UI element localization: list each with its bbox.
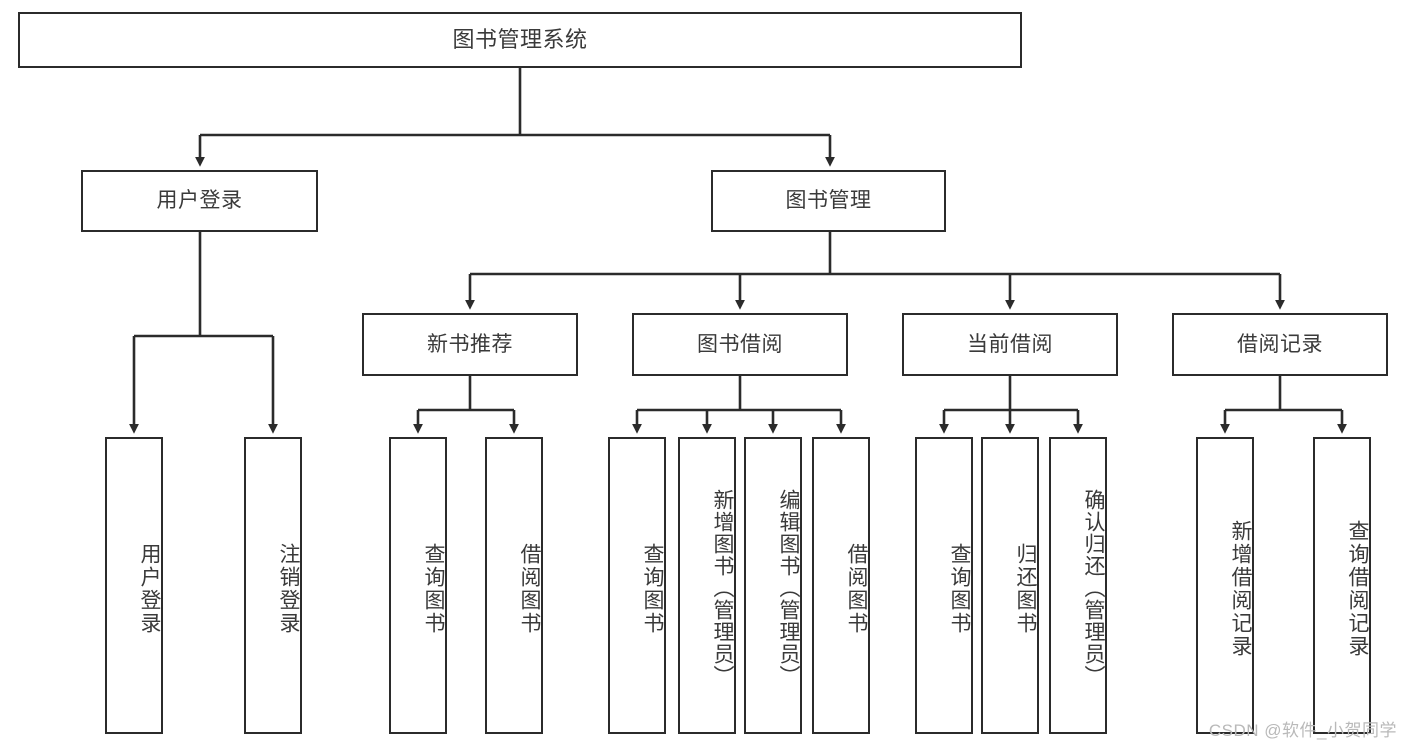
- node-book-borrow[interactable]: 图书借阅: [632, 313, 848, 376]
- leaf-query-books-borrow[interactable]: 查询图书: [608, 437, 666, 734]
- node-label: 注销登录: [277, 542, 300, 635]
- node-label: 借阅记录: [1237, 332, 1323, 356]
- node-label: 当前借阅: [967, 332, 1053, 356]
- leaf-return-books[interactable]: 归还图书: [981, 437, 1039, 734]
- leaf-add-book-admin[interactable]: 新增图书（管理员）: [678, 437, 736, 734]
- leaf-add-borrow-record[interactable]: 新增借阅记录: [1196, 437, 1254, 734]
- node-label: 新书推荐: [427, 332, 513, 356]
- node-label: 图书借阅: [697, 332, 783, 356]
- node-label: 图书管理系统: [452, 26, 588, 52]
- watermark: CSDN @软件_小贺同学: [1208, 721, 1397, 740]
- node-label: 编辑图书（管理员）: [777, 488, 800, 687]
- node-label: 查询图书: [422, 542, 445, 635]
- node-current-borrow[interactable]: 当前借阅: [902, 313, 1118, 376]
- node-label: 用户登录: [156, 189, 243, 213]
- node-new-book-recommend[interactable]: 新书推荐: [362, 313, 578, 376]
- node-label: 归还图书: [1014, 542, 1037, 635]
- leaf-edit-book-admin[interactable]: 编辑图书（管理员）: [744, 437, 802, 734]
- node-label: 确认归还（管理员）: [1082, 488, 1105, 687]
- leaf-confirm-return-admin[interactable]: 确认归还（管理员）: [1049, 437, 1107, 734]
- node-label: 图书管理: [785, 189, 872, 213]
- node-root-system[interactable]: 图书管理系统: [18, 12, 1022, 68]
- node-label: 新增借阅记录: [1229, 519, 1252, 658]
- leaf-borrow-books-new[interactable]: 借阅图书: [485, 437, 543, 734]
- node-label: 用户登录: [138, 542, 161, 635]
- leaf-query-books-new[interactable]: 查询图书: [389, 437, 447, 734]
- node-label: 借阅图书: [845, 542, 868, 635]
- node-borrow-records[interactable]: 借阅记录: [1172, 313, 1388, 376]
- leaf-logout[interactable]: 注销登录: [244, 437, 302, 734]
- node-label: 查询图书: [641, 542, 664, 635]
- node-label: 查询图书: [948, 542, 971, 635]
- leaf-query-books-current[interactable]: 查询图书: [915, 437, 973, 734]
- node-label: 新增图书（管理员）: [711, 488, 734, 687]
- leaf-user-login[interactable]: 用户登录: [105, 437, 163, 734]
- node-label: 借阅图书: [518, 542, 541, 635]
- node-user-login[interactable]: 用户登录: [81, 170, 318, 232]
- leaf-borrow-books[interactable]: 借阅图书: [812, 437, 870, 734]
- node-book-management[interactable]: 图书管理: [711, 170, 946, 232]
- leaf-query-borrow-record[interactable]: 查询借阅记录: [1313, 437, 1371, 734]
- node-label: 查询借阅记录: [1346, 519, 1369, 658]
